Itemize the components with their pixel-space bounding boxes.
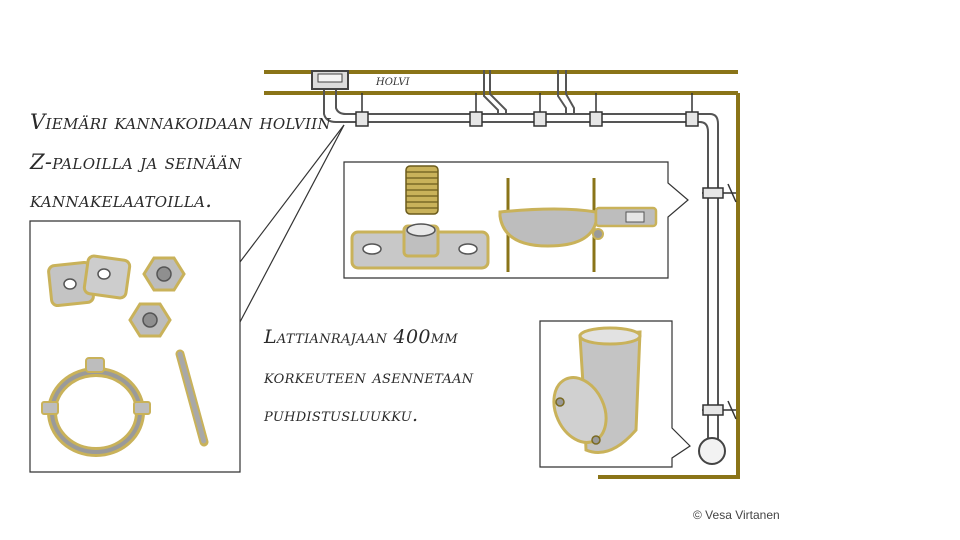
ceiling-label: holvi [376,73,410,89]
note-top-line-3: kannakelaatoilla. [30,188,213,212]
threaded-sleeve-icon [405,165,439,215]
ceiling-drain [311,70,349,90]
cleanout-hatch [698,437,726,465]
callout-ceiling-parts [29,124,345,473]
ceiling-hangers [355,93,699,127]
drain-pipe [323,70,719,440]
pipe-clamp-icon [41,357,151,457]
threaded-rod-icon [175,349,209,447]
copyright-credit: © Vesa Virtanen [693,508,780,522]
note-bottom-line-3: puhdistusluukku. [264,404,419,426]
hex-nut-icon [128,256,186,338]
note-bottom-line-1: Lattianrajaan 400mm [264,326,458,348]
callout-wall-parts [343,161,689,279]
mounting-plate-icon [350,223,490,270]
note-bottom-line-2: korkeuteen asennetaan [264,366,474,388]
note-top-line-2: Z-paloilla ja seinään [30,150,242,174]
pipe-clamp-icon [498,178,658,272]
cleanout-fitting-icon [552,326,642,454]
wall [598,93,740,479]
z-plate-icon [47,254,132,307]
callout-cleanout [539,320,691,468]
wall-brackets [702,183,737,420]
note-top-line-1: Viemäri kannakoidaan holviin [30,110,331,134]
